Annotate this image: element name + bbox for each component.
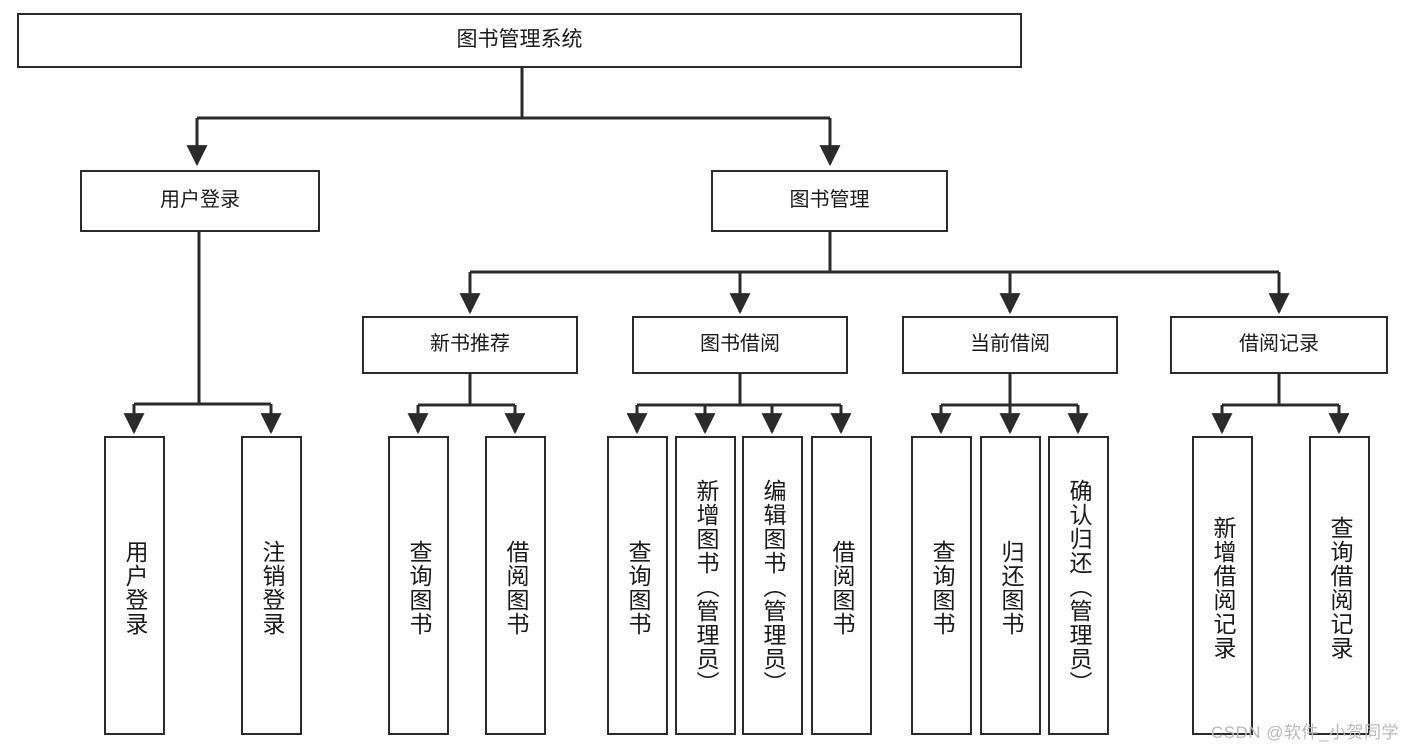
leaf-new-book-query[interactable]: 查询图书	[388, 436, 449, 735]
node-label: 图书管理	[789, 189, 870, 212]
leaf-current-return-book[interactable]: 归还图书	[980, 436, 1041, 735]
node-label: 新增借阅记录	[1210, 515, 1236, 660]
node-label: 编辑图书（管理员）	[760, 478, 786, 695]
leaf-new-book-borrow[interactable]: 借阅图书	[485, 436, 546, 735]
leaf-borrow-edit-book[interactable]: 编辑图书（管理员）	[742, 436, 803, 735]
node-label: 用户登录	[122, 539, 148, 636]
node-label: 图书借阅	[700, 333, 780, 356]
node-book-management[interactable]: 图书管理	[711, 170, 948, 232]
node-label: 借阅记录	[1239, 333, 1319, 356]
leaf-user-login-logout[interactable]: 注销登录	[241, 436, 302, 735]
node-label: 用户登录	[160, 189, 240, 212]
node-label: 查询图书	[625, 539, 651, 636]
node-current-borrow[interactable]: 当前借阅	[902, 316, 1118, 374]
node-label: 确认归还（管理员）	[1066, 478, 1092, 695]
leaf-borrow-borrow-book[interactable]: 借阅图书	[811, 436, 872, 735]
node-label: 注销登录	[259, 539, 285, 636]
leaf-borrow-add-book[interactable]: 新增图书（管理员）	[675, 436, 736, 735]
node-label: 借阅图书	[829, 539, 855, 636]
node-user-login[interactable]: 用户登录	[80, 170, 320, 232]
node-label: 查询图书	[929, 539, 955, 636]
node-label: 归还图书	[998, 539, 1024, 636]
node-label: 图书管理系统	[456, 28, 583, 52]
node-book-borrow[interactable]: 图书借阅	[632, 316, 848, 374]
node-label: 查询借阅记录	[1327, 515, 1353, 660]
leaf-record-query[interactable]: 查询借阅记录	[1309, 436, 1370, 735]
node-label: 借阅图书	[503, 539, 529, 636]
node-label: 当前借阅	[970, 333, 1050, 356]
leaf-record-add[interactable]: 新增借阅记录	[1192, 436, 1253, 735]
node-root-system[interactable]: 图书管理系统	[17, 13, 1022, 68]
leaf-user-login-login[interactable]: 用户登录	[104, 436, 165, 735]
node-new-book-recommend[interactable]: 新书推荐	[362, 316, 578, 374]
node-label: 查询图书	[406, 539, 432, 636]
leaf-borrow-query-book[interactable]: 查询图书	[607, 436, 668, 735]
leaf-current-query-book[interactable]: 查询图书	[911, 436, 972, 735]
node-borrow-record[interactable]: 借阅记录	[1170, 316, 1388, 374]
node-label: 新增图书（管理员）	[693, 478, 719, 695]
leaf-current-confirm-return[interactable]: 确认归还（管理员）	[1048, 436, 1109, 735]
node-label: 新书推荐	[430, 333, 510, 356]
